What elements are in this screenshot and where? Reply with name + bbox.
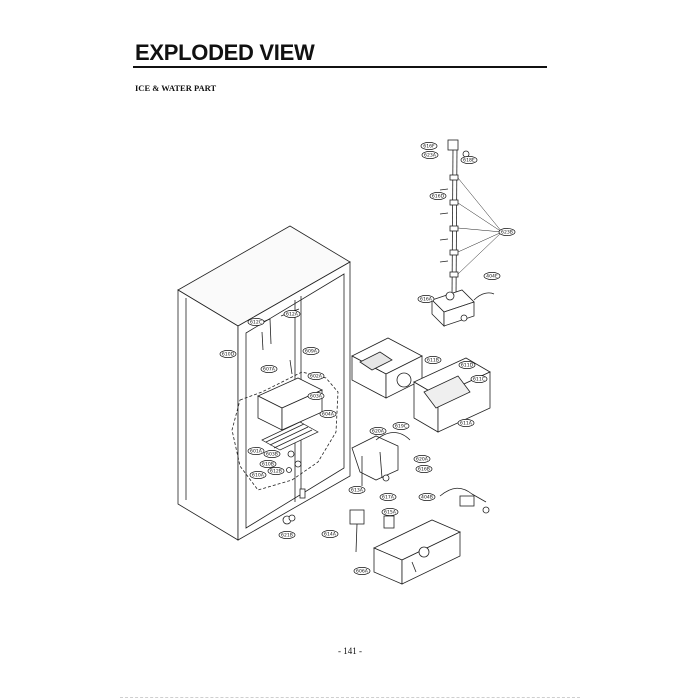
callout-404B: 404B (418, 493, 436, 501)
wire-harness (439, 487, 490, 514)
svg-text:621B: 621B (281, 533, 293, 539)
svg-text:613A: 613A (351, 488, 364, 494)
svg-text:615A: 615A (384, 510, 397, 516)
callout-601A: 601A (247, 447, 265, 455)
callout-616B: 616B (415, 465, 433, 473)
callout-612C: 612C (247, 318, 265, 326)
callout-619C: 619C (392, 422, 410, 430)
svg-text:616B: 616B (418, 467, 430, 473)
svg-text:610D: 610D (222, 352, 235, 358)
svg-text:618E: 618E (463, 158, 475, 164)
svg-text:604A: 604A (322, 412, 335, 418)
svg-text:404E: 404E (486, 274, 498, 280)
svg-text:609A: 609A (305, 349, 318, 355)
svg-text:611B: 611B (427, 358, 439, 364)
svg-text:610A: 610A (252, 473, 265, 479)
title-divider (133, 66, 547, 68)
svg-text:602A: 602A (310, 374, 323, 380)
svg-text:611D: 611D (461, 363, 474, 369)
callout-620A-2: 620A (413, 455, 431, 463)
callout-617A: 617A (379, 493, 397, 501)
part-callouts: 616F 623A 618E 616D 623B 404E 616A 612A … (219, 142, 516, 575)
svg-text:616A: 616A (420, 297, 433, 303)
callout-610B: 610B (259, 460, 277, 468)
svg-text:610B: 610B (262, 462, 274, 468)
svg-text:620A: 620A (416, 457, 429, 463)
callout-613A: 613A (348, 486, 366, 494)
callout-616F: 616F (420, 142, 438, 150)
refrigerator-cabinet (177, 225, 351, 541)
callout-404E: 404E (483, 272, 501, 280)
callout-611D: 611D (458, 361, 476, 369)
svg-text:611C: 611C (473, 377, 485, 383)
callout-603B: 603B (263, 450, 281, 458)
svg-text:603B: 603B (266, 452, 278, 458)
bottom-divider (120, 697, 580, 698)
callout-609A: 609A (302, 347, 320, 355)
callout-621B: 621B (278, 531, 296, 539)
callout-620A: 620A (369, 427, 387, 435)
page-number: - 141 - (338, 646, 362, 656)
dispenser-lower-assembly (351, 432, 411, 486)
svg-text:616D: 616D (432, 194, 445, 200)
callout-616A: 616A (417, 295, 435, 303)
water-valve (431, 289, 495, 327)
ice-bin (351, 337, 423, 399)
section-title: ICE & WATER PART (135, 83, 217, 93)
small-parts (349, 509, 395, 553)
callout-612A: 612A (283, 310, 301, 318)
callout-616D: 616D (429, 192, 447, 200)
svg-text:612B: 612B (270, 469, 282, 475)
callout-602A: 602A (307, 372, 325, 380)
water-tube-column (439, 139, 470, 299)
leader-lines-623b (457, 177, 503, 275)
svg-text:614A: 614A (324, 532, 337, 538)
control-panel-bracket (373, 519, 461, 585)
svg-text:611A: 611A (460, 421, 473, 427)
dispenser-dashed-outline (231, 371, 339, 491)
callout-610D: 610D (219, 350, 237, 358)
drain-fitting (282, 514, 296, 525)
svg-text:603A: 603A (310, 394, 323, 400)
svg-text:404B: 404B (421, 495, 433, 501)
callout-603A: 603A (307, 392, 325, 400)
ice-dispenser-assembly (257, 377, 323, 499)
callout-610A: 610A (249, 471, 267, 479)
callout-604A: 604A (319, 410, 337, 418)
svg-text:606A: 606A (356, 569, 369, 575)
callout-607A: 607A (260, 365, 278, 373)
svg-text:620A: 620A (372, 429, 385, 435)
svg-text:623A: 623A (424, 153, 437, 159)
svg-text:612A: 612A (286, 312, 299, 318)
callout-618E: 618E (460, 156, 478, 164)
callout-623A: 623A (421, 151, 439, 159)
dispenser-door-cover (413, 357, 491, 433)
svg-text:623B: 623B (501, 230, 513, 236)
callout-614A: 614A (321, 530, 339, 538)
callout-606A: 606A (353, 567, 371, 575)
callout-611C: 611C (470, 375, 488, 383)
callout-611A: 611A (457, 419, 475, 427)
page-title: EXPLODED VIEW (135, 40, 315, 65)
callout-612B: 612B (267, 467, 285, 475)
svg-text:601A: 601A (250, 449, 263, 455)
svg-text:619C: 619C (395, 424, 407, 430)
callout-611B: 611B (424, 356, 442, 364)
svg-text:617A: 617A (382, 495, 395, 501)
svg-text:616F: 616F (423, 144, 435, 150)
callout-615A: 615A (381, 508, 399, 516)
svg-text:607A: 607A (263, 367, 276, 373)
callout-623B: 623B (498, 228, 516, 236)
svg-text:612C: 612C (250, 320, 262, 326)
